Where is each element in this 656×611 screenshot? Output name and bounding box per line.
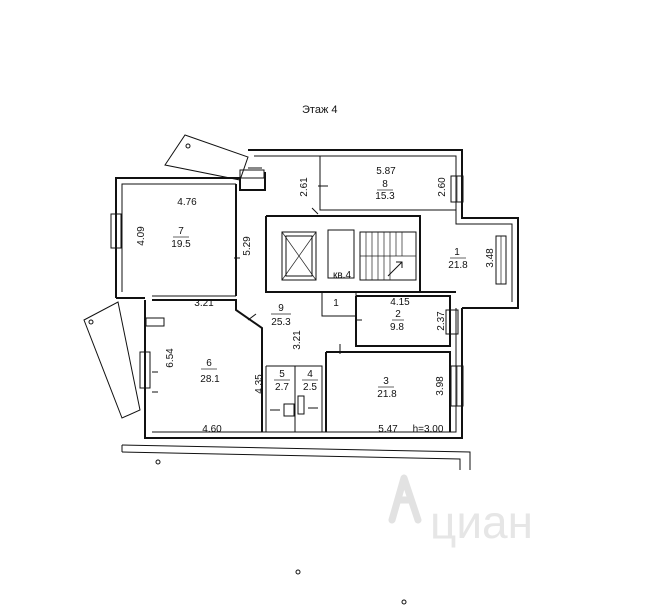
room-5-area: 2.7: [275, 382, 289, 393]
dimension-labels: 5.87 2.61 2.60 4.76 4.09 5.29 3.48 3.21 …: [136, 166, 496, 435]
dim-label: 5.47: [378, 424, 398, 435]
floor-title: Этаж 4: [302, 104, 337, 116]
ceiling-height: h=3.00: [413, 424, 444, 435]
dim-label: 2.60: [437, 177, 448, 197]
exterior-walls: [83, 134, 519, 470]
dim-label: 3.21: [194, 298, 214, 309]
dim-label: 4.35: [254, 374, 265, 394]
apartment-label: кв.4: [333, 270, 351, 281]
room-1-number: 1: [454, 247, 460, 258]
room-9-number: 9: [278, 303, 284, 314]
dim-label: 6.54: [165, 348, 176, 368]
dim-label: 5.87: [376, 166, 396, 177]
room-7-number: 7: [178, 226, 184, 237]
staircase: [359, 231, 417, 281]
room-4-number: 4: [307, 369, 313, 380]
dim-label: 3.21: [292, 330, 303, 350]
room-2-number: 2: [395, 309, 401, 320]
dim-label: 3.98: [435, 376, 446, 396]
dim-label: 2.37: [436, 311, 447, 331]
room-6-number: 6: [206, 358, 212, 369]
room-5-number: 5: [279, 369, 285, 380]
watermark: циан: [388, 474, 533, 548]
watermark-text: циан: [430, 496, 533, 548]
room-7-area: 19.5: [171, 239, 191, 250]
room-1-area: 21.8: [448, 260, 468, 271]
dim-label: 2.61: [299, 177, 310, 197]
room-8-area: 15.3: [375, 191, 395, 202]
dim-label: 4.76: [177, 197, 197, 208]
dim-label: 4.09: [136, 226, 147, 246]
dim-label: 4.15: [390, 297, 410, 308]
room-3-area: 21.8: [377, 389, 397, 400]
room-6-area: 28.1: [200, 374, 220, 385]
room-3-number: 3: [383, 376, 389, 387]
room-2-area: 9.8: [390, 322, 404, 333]
room-8-number: 8: [382, 179, 388, 190]
small-room-label: 1: [333, 298, 339, 309]
room-9-area: 25.3: [271, 317, 291, 328]
interior-walls: [152, 156, 456, 432]
balcony-marks: [88, 143, 407, 605]
room-labels: 1 21.8 2 9.8 3 21.8 4 2.5 5 2.7 6 28.1 7…: [171, 179, 468, 400]
room-4-area: 2.5: [303, 382, 317, 393]
dim-label: 3.48: [485, 248, 496, 268]
dim-label: 4.60: [202, 424, 222, 435]
dim-label: 5.29: [242, 236, 253, 256]
